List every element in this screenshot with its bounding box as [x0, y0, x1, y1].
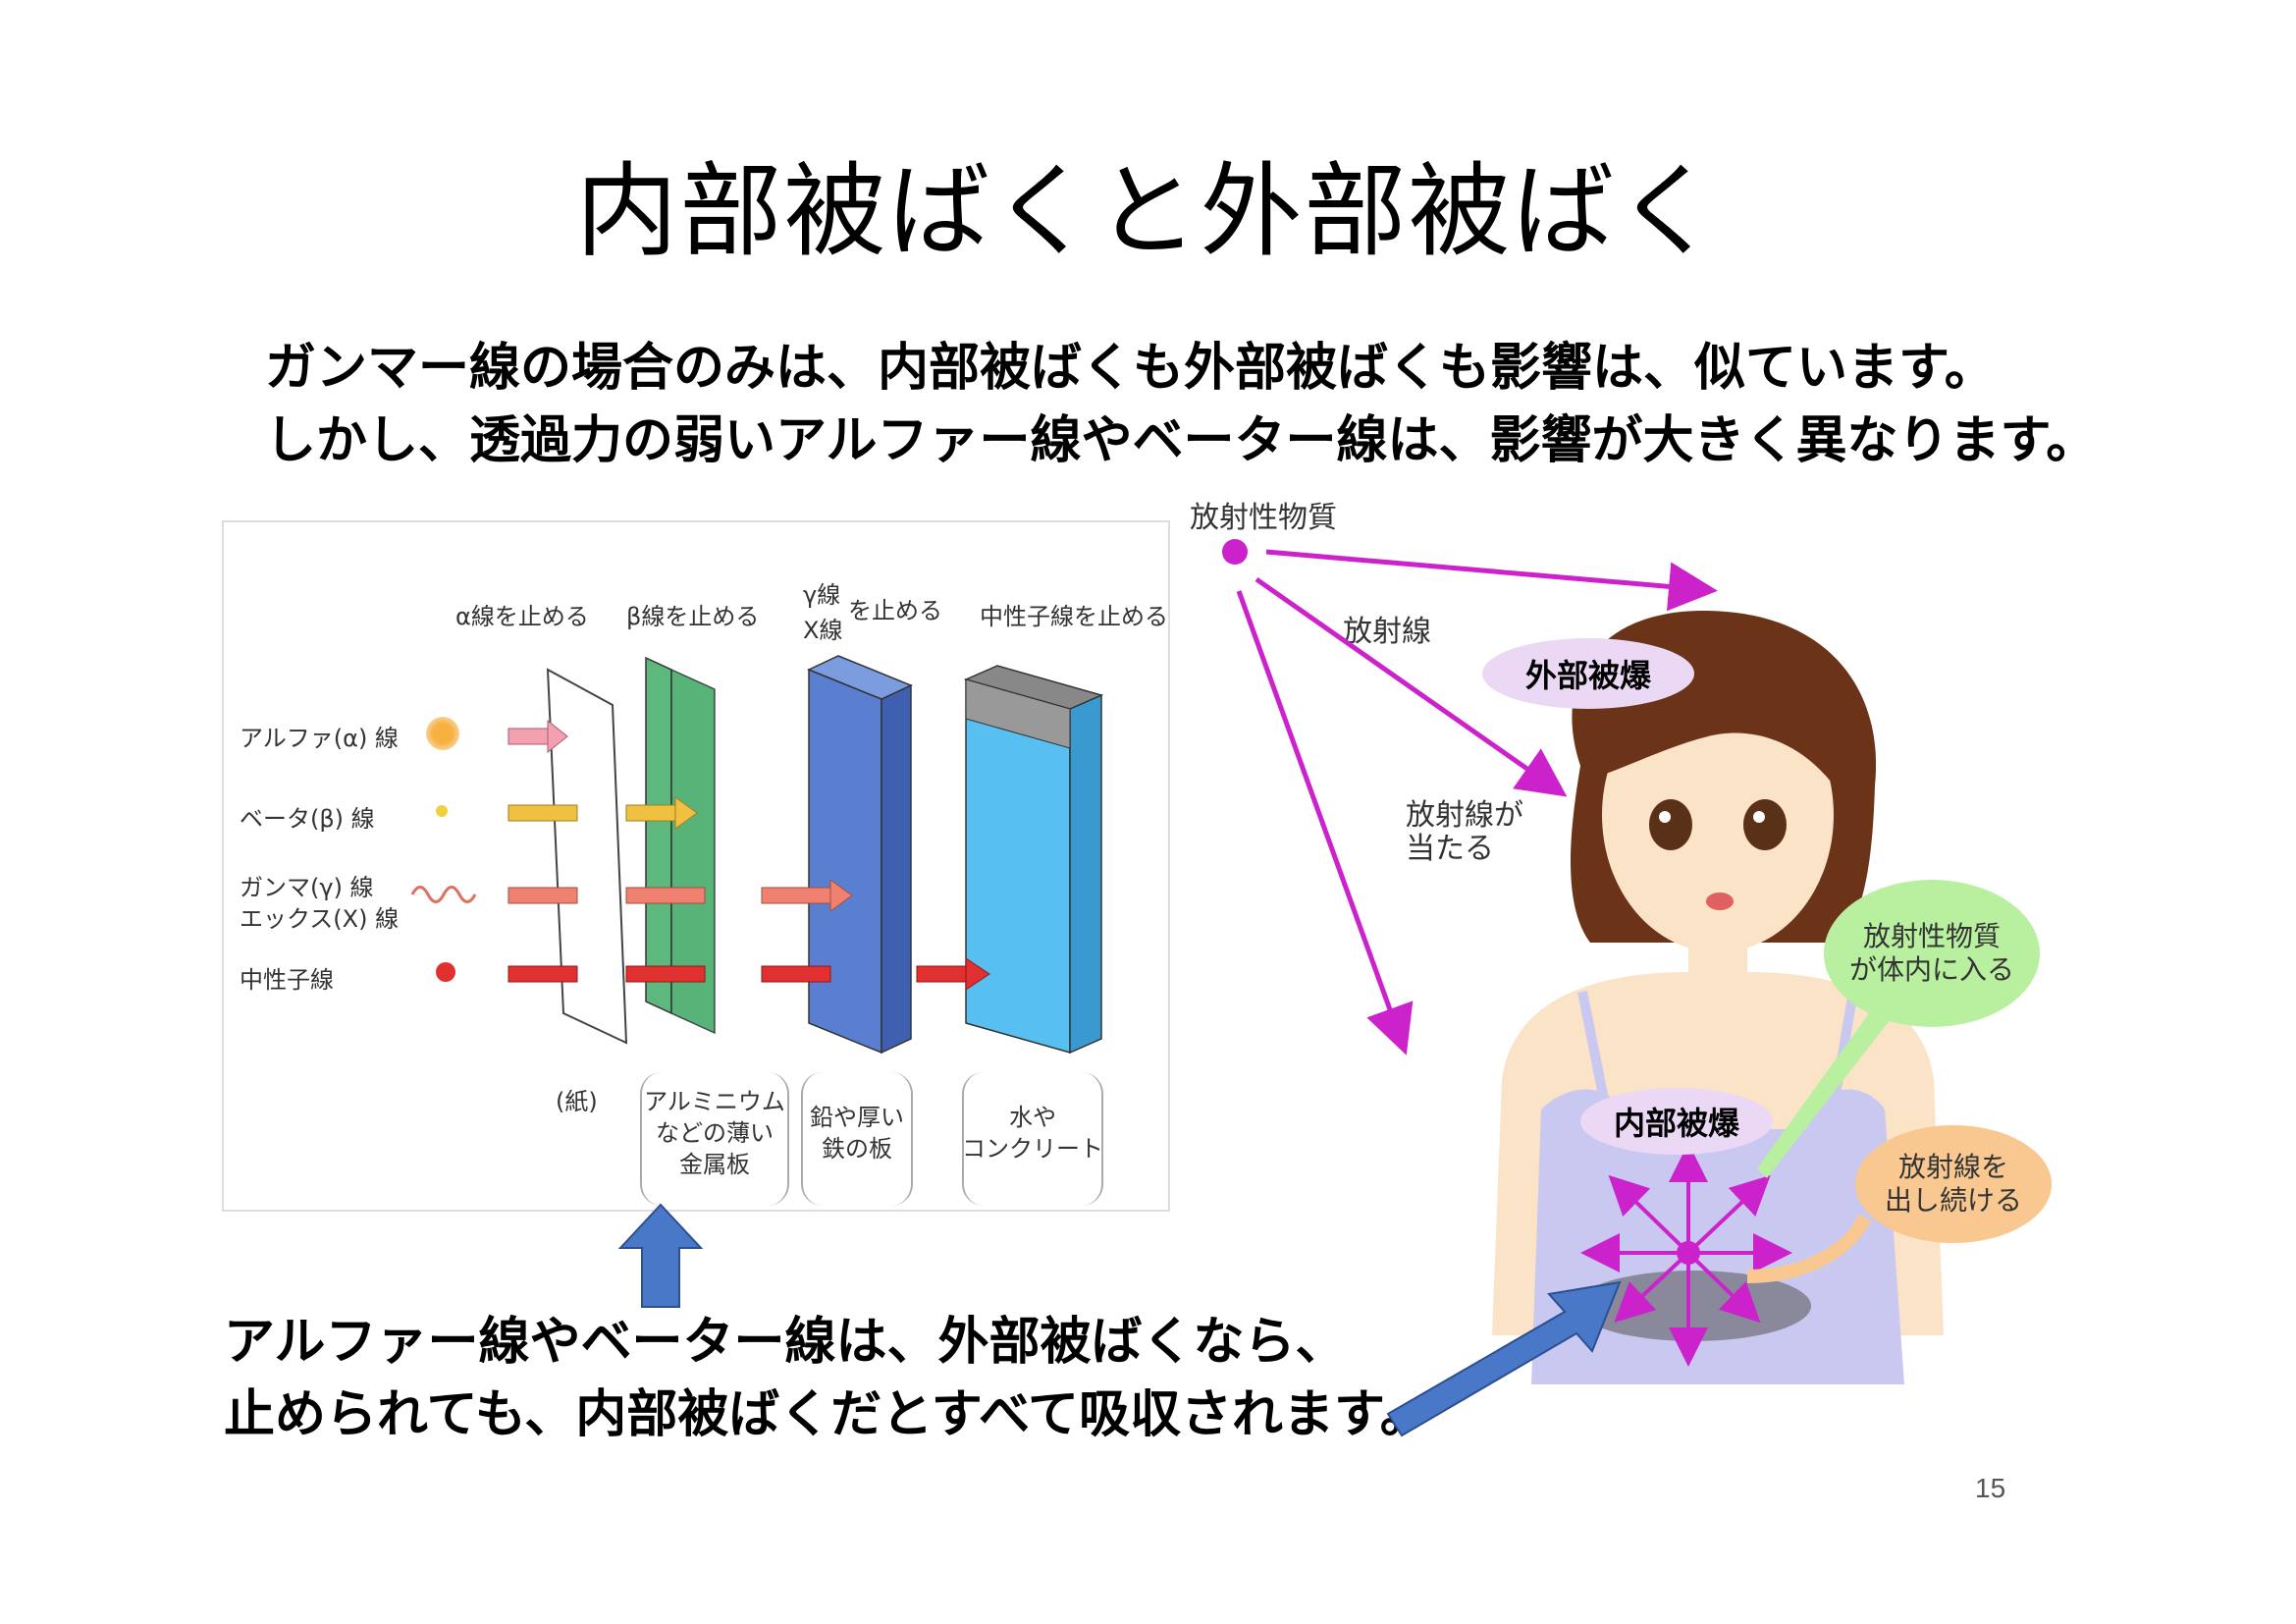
- gamma-arrow-body-1: [507, 887, 578, 904]
- internal-exposure-bubble: 内部被爆: [1580, 1088, 1773, 1155]
- source-label: 放射性物質: [1190, 501, 1337, 535]
- external-exposure-label: 外部被爆: [1524, 657, 1651, 694]
- lead-panel: [808, 668, 882, 1055]
- bracket-water: [962, 1072, 1103, 1206]
- green-bubble-tail: [1757, 992, 1904, 1178]
- caption-aluminum-1: アルミニウム: [644, 1088, 785, 1115]
- blue-up-arrow: [617, 1203, 704, 1308]
- row-label-neutron: 中性子線: [240, 966, 334, 994]
- caption-aluminum: アルミニウム などの薄い 金属板: [640, 1086, 789, 1180]
- girl-mouth: [1706, 893, 1734, 910]
- radiation-hit-label: 放射線が 当たる: [1406, 799, 1523, 866]
- caption-water-1: 水や: [1009, 1104, 1056, 1131]
- caption-water: 水や コンクリート: [962, 1102, 1103, 1164]
- gamma-arrow-head: [829, 879, 853, 912]
- neutron-arrow-body-2: [625, 965, 706, 983]
- caption-lead-1: 鉛や厚い: [810, 1104, 904, 1131]
- gamma-arrow-body-2: [625, 887, 706, 904]
- caption-paper: (紙): [556, 1088, 598, 1115]
- bracket-lead: [801, 1072, 913, 1206]
- blue-diagonal-arrow: [1386, 1280, 1622, 1437]
- orange-bubble-tail: [1746, 1214, 1872, 1283]
- alpha-source-icon: [426, 717, 459, 750]
- emit-bubble: 放射線を 出し続ける: [1855, 1125, 2052, 1243]
- neutron-arrow-body-3: [761, 965, 831, 983]
- beta-arrow-head: [674, 796, 698, 830]
- paper-sheet: [546, 668, 628, 1045]
- row-label-gamma-1: ガンマ(γ) 線: [240, 874, 374, 901]
- enter-body-2: が体内に入る: [1848, 953, 2014, 986]
- beta-arrow-body-2: [625, 804, 676, 822]
- caption-lead: 鉛や厚い 鉄の板: [801, 1102, 913, 1164]
- page-number: 15: [1975, 1473, 2006, 1503]
- neutron-arrow-head: [965, 957, 990, 991]
- eye-highlight-right: [1753, 811, 1765, 823]
- radiation-hit-2: 当たる: [1406, 832, 1494, 866]
- intro-line-1: ガンマー線の場合のみは、内部被ばくも外部被ばくも影響は、似ています。: [265, 339, 1996, 398]
- intro-line-2: しかし、透過力の弱いアルファー線やベーター線は、影響が大きく異なります。: [265, 411, 2098, 470]
- bottom-text: アルファー線やベーター線は、外部被ばくなら、 止められても、内部被ばくだとすべて…: [224, 1306, 1431, 1451]
- row-label-gamma-2: エックス(X) 線: [240, 905, 400, 933]
- concrete-band: [965, 678, 1071, 749]
- header-neutron-stop: 中性子線を止める: [980, 603, 1168, 630]
- neutron-arrow-body-1: [507, 965, 578, 983]
- caption-aluminum-2: などの薄い: [656, 1119, 774, 1147]
- row-label-alpha: アルファ(α) 線: [240, 725, 399, 752]
- radioactive-source-dot: [1222, 539, 1248, 565]
- bottom-line-1: アルファー線やベーター線は、外部被ばくなら、: [224, 1313, 1347, 1372]
- enter-body-bubble: 放射性物質 が体内に入る: [1824, 880, 2040, 1027]
- header-beta-stop: β線を止める: [626, 603, 760, 630]
- girl-eye-left: [1649, 799, 1692, 850]
- girl-bangs: [1600, 675, 1841, 787]
- beta-source-icon: [436, 805, 448, 817]
- emit-1: 放射線を: [1897, 1151, 2008, 1183]
- beta-arrow-body-1: [507, 804, 578, 822]
- enter-body-1: 放射性物質: [1862, 920, 2001, 952]
- bracket-aluminum: [640, 1072, 789, 1206]
- radiation-label: 放射線: [1343, 615, 1431, 649]
- lead-panel-side: [881, 683, 912, 1055]
- caption-lead-2: 鉄の板: [822, 1135, 892, 1163]
- emit-2: 出し続ける: [1884, 1184, 2022, 1217]
- header-gamma-2: X線: [803, 617, 843, 644]
- radiation-illustration: [1222, 539, 1944, 1384]
- ray-1: [1265, 549, 1718, 612]
- radiation-penetration-diagram: α線を止める β線を止める γ線 X線 を止める 中性子線を止める アルファ(α…: [222, 520, 1170, 1212]
- header-alpha-stop: α線を止める: [455, 603, 589, 630]
- intro-text: ガンマー線の場合のみは、内部被ばくも外部被ばくも影響は、似ています。 しかし、透…: [265, 332, 2097, 477]
- radiation-hit-1: 放射線が: [1406, 798, 1523, 833]
- alpha-arrow-body: [507, 728, 549, 745]
- lead-panel-top: [807, 655, 913, 700]
- caption-water-2: コンクリート: [962, 1135, 1103, 1163]
- internal-ray-upright: [1686, 1175, 1771, 1255]
- neutron-source-icon: [436, 962, 455, 982]
- eye-highlight-left: [1659, 811, 1671, 823]
- internal-ray-downleft: [1614, 1251, 1690, 1323]
- bottom-line-2: 止められても、内部被ばくだとすべて吸収されます。: [224, 1385, 1431, 1444]
- slide-title: 内部被ばくと外部被ばく: [575, 151, 1721, 271]
- internal-ray-upleft: [1608, 1174, 1690, 1255]
- row-label-beta: ベータ(β) 線: [240, 805, 375, 833]
- internal-ray-downright: [1686, 1251, 1761, 1324]
- caption-aluminum-3: 金属板: [679, 1151, 750, 1178]
- penetration-graphic: [507, 655, 1104, 1055]
- internal-exposure-label: 内部被爆: [1613, 1105, 1739, 1142]
- aluminum-panel: [645, 656, 672, 1015]
- gamma-wave-icon: [410, 886, 477, 903]
- gamma-arrow-body-3: [761, 887, 831, 904]
- header-gamma-stop: を止める: [848, 597, 942, 624]
- external-exposure-bubble: 外部被爆: [1482, 638, 1694, 709]
- water-block-side: [1069, 693, 1102, 1055]
- alpha-arrow-head: [547, 719, 568, 754]
- ray-2: [1255, 576, 1568, 797]
- header-gamma-1: γ線: [803, 581, 841, 609]
- girl-eye-right: [1743, 799, 1787, 850]
- neutron-arrow-body-4: [916, 965, 967, 983]
- ray-3: [1236, 590, 1414, 1056]
